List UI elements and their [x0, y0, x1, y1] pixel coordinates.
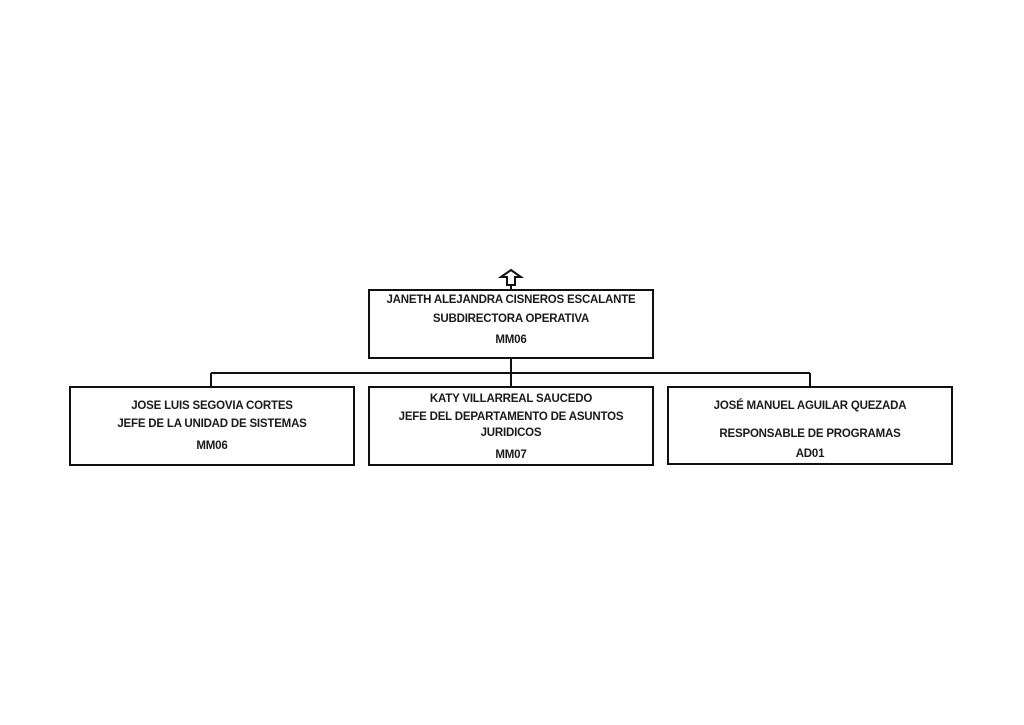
node-code: MM06	[196, 440, 228, 452]
org-node-unidad-sistemas: JOSE LUIS SEGOVIA CORTES JEFE DE LA UNID…	[69, 386, 355, 466]
node-code: AD01	[795, 448, 825, 460]
node-title: RESPONSABLE DE PROGRAMAS	[719, 428, 901, 440]
org-node-subdirectora-operativa: JANETH ALEJANDRA CISNEROS ESCALANTE SUBD…	[368, 289, 654, 359]
node-name: JANETH ALEJANDRA CISNEROS ESCALANTE	[386, 294, 636, 306]
node-code: MM07	[495, 449, 527, 461]
node-name: JOSÉ MANUEL AGUILAR QUEZADA	[713, 400, 907, 412]
node-name: KATY VILLARREAL SAUCEDO	[429, 393, 593, 405]
node-code: MM06	[495, 334, 527, 346]
org-node-asuntos-juridicos: KATY VILLARREAL SAUCEDO JEFE DEL DEPARTA…	[368, 386, 654, 466]
node-name: JOSE LUIS SEGOVIA CORTES	[131, 400, 293, 412]
node-title: SUBDIRECTORA OPERATIVA	[432, 313, 590, 325]
up-arrow-icon	[497, 268, 525, 286]
node-title: JEFE DE LA UNIDAD DE SISTEMAS	[117, 418, 307, 430]
org-node-responsable-programas: JOSÉ MANUEL AGUILAR QUEZADA RESPONSABLE …	[667, 386, 953, 465]
node-title: JEFE DEL DEPARTAMENTO DE ASUNTOS JURIDIC…	[398, 411, 624, 439]
